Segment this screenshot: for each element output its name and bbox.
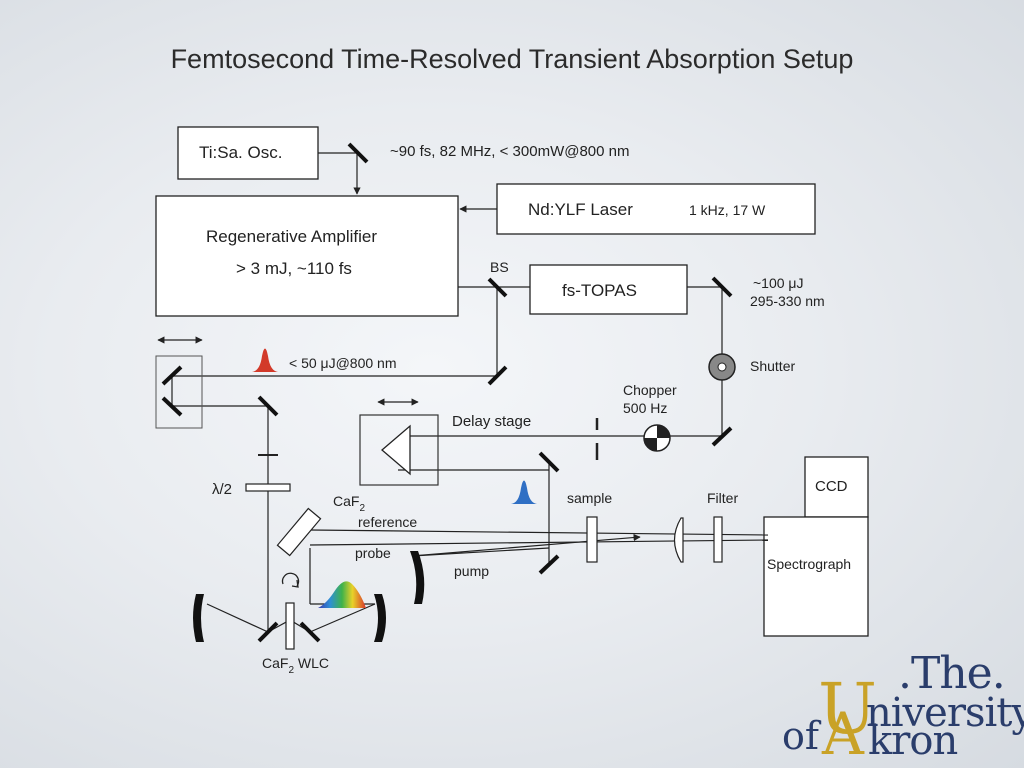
sample-cell	[586, 516, 598, 563]
chopper	[643, 424, 671, 452]
ccd-box: CCD	[804, 456, 869, 518]
delay-stage	[359, 398, 439, 486]
probe-energy-label: < 50 μJ@800 nm	[289, 355, 397, 371]
mirrors	[161, 142, 733, 643]
beamsplitter-label: BS	[490, 259, 509, 275]
focusing-lens	[673, 517, 684, 563]
caf2-wlc-label: CaF2 WLC	[262, 655, 329, 676]
oscillator-label: Ti:Sa. Osc.	[199, 143, 282, 162]
caf2-top-label: CaF2	[333, 493, 365, 514]
chopper-label: Chopper	[623, 382, 677, 398]
fs-topas-box: fs-TOPAS	[529, 264, 688, 315]
slide-title: Femtosecond Time-Resolved Transient Abso…	[170, 44, 854, 74]
regen-spec: > 3 mJ, ~110 fs	[236, 259, 352, 278]
chopper-frequency: 500 Hz	[623, 400, 667, 416]
probe-label: probe	[355, 545, 391, 561]
sample-label: sample	[567, 490, 612, 506]
ndylf-label: Nd:YLF Laser	[528, 200, 633, 219]
logo-a: A	[822, 700, 864, 768]
filter	[713, 516, 723, 563]
filter-label: Filter	[707, 490, 738, 506]
topas-label: fs-TOPAS	[562, 281, 637, 300]
logo-niversity: niversity	[866, 690, 1024, 736]
shutter-label: Shutter	[750, 358, 795, 374]
ndylf-spec: 1 kHz, 17 W	[689, 202, 766, 218]
ti-sa-oscillator-box: Ti:Sa. Osc.	[177, 126, 319, 180]
regenerative-amplifier-box: Regenerative Amplifier > 3 mJ, ~110 fs	[155, 195, 459, 317]
topas-energy: ~100 μJ	[753, 275, 804, 291]
rotation-icon	[281, 572, 300, 588]
spectrograph-label: Spectrograph	[767, 556, 851, 572]
half-wave-plate	[245, 483, 291, 492]
retroreflector-box	[155, 355, 203, 429]
reference-label: reference	[358, 514, 417, 530]
red-pulse-icon	[252, 348, 278, 372]
oscillator-spec: ~90 fs, 82 MHz, < 300mW@800 nm	[390, 143, 630, 160]
iris	[258, 418, 599, 460]
white-light-continuum-icon	[318, 581, 366, 608]
caf2-beamsplitter	[276, 507, 322, 557]
logo-kron: kron	[868, 718, 958, 764]
regen-label: Regenerative Amplifier	[206, 227, 377, 246]
ccd-label: CCD	[815, 478, 848, 495]
shutter	[708, 353, 736, 381]
spectrograph-box: Spectrograph	[763, 516, 869, 637]
concave-mirrors	[193, 551, 425, 642]
logo-of: of	[782, 714, 819, 758]
delay-stage-label: Delay stage	[452, 413, 531, 430]
half-wave-plate-label: λ/2	[212, 481, 232, 498]
caf2-wlc-crystal	[285, 602, 295, 650]
logo-the: .The.	[898, 648, 1006, 699]
blue-pulse-icon	[511, 480, 537, 504]
pump-label: pump	[454, 563, 489, 579]
nd-ylf-laser-box: Nd:YLF Laser 1 kHz, 17 W	[496, 183, 816, 235]
logo-u: U	[818, 668, 877, 750]
topas-wavelength: 295-330 nm	[750, 293, 825, 309]
